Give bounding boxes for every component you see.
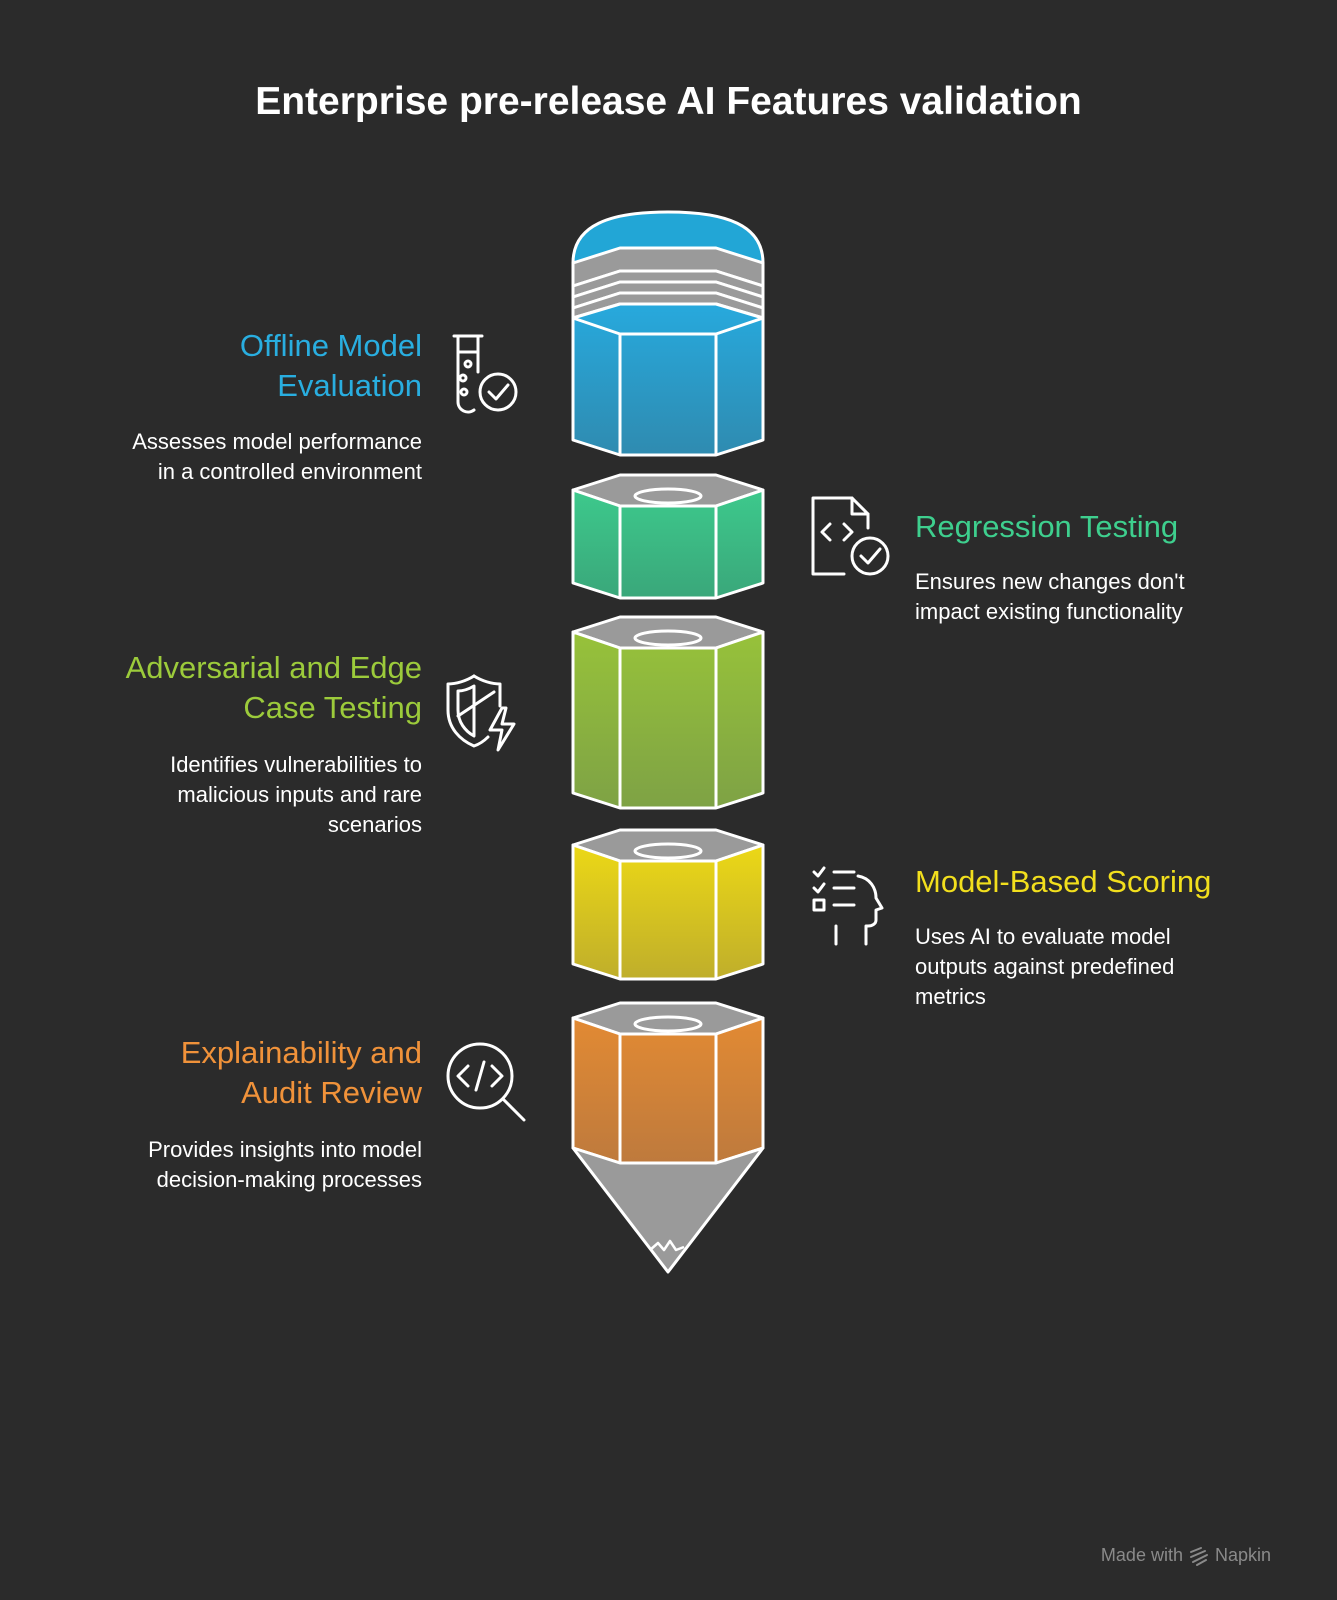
description-line: Provides insights into model bbox=[148, 1137, 422, 1162]
step-description-adversarial: Identifies vulnerabilities to malicious … bbox=[40, 750, 422, 840]
napkin-logo-icon bbox=[1189, 1546, 1208, 1566]
heading-line: Audit Review bbox=[241, 1075, 422, 1110]
heading-line: Case Testing bbox=[243, 690, 422, 725]
description-line: malicious inputs and rare bbox=[177, 782, 422, 807]
step-heading-offline-evaluation: Offline Model Evaluation bbox=[120, 326, 422, 406]
step-heading-adversarial: Adversarial and Edge Case Testing bbox=[60, 648, 422, 728]
heading-line: Model-Based Scoring bbox=[915, 864, 1212, 899]
step-description-offline-evaluation: Assesses model performance in a controll… bbox=[40, 427, 422, 487]
step-heading-regression: Regression Testing bbox=[915, 507, 1315, 547]
heading-line: Offline Model bbox=[239, 328, 422, 363]
checklist-head-icon bbox=[812, 866, 884, 946]
description-line: metrics bbox=[915, 984, 986, 1009]
brand-label: Napkin bbox=[1214, 1545, 1271, 1565]
description-line: Identifies vulnerabilities to bbox=[170, 752, 422, 777]
pencil-segment-adversarial bbox=[571, 615, 765, 810]
pencil-segment-model-scoring bbox=[571, 828, 765, 981]
pencil-segment-regression bbox=[571, 473, 765, 600]
footer-credit: Made with Napkin bbox=[1101, 1545, 1271, 1566]
description-line: Assesses model performance bbox=[132, 429, 422, 454]
heading-line: Adversarial and Edge bbox=[125, 650, 422, 685]
pencil-tip bbox=[571, 1146, 765, 1274]
step-description-explainability: Provides insights into model decision-ma… bbox=[40, 1135, 422, 1195]
description-line: scenarios bbox=[327, 812, 422, 837]
description-line: in a controlled environment bbox=[157, 459, 422, 484]
pencil-segment-offline-evaluation bbox=[571, 302, 765, 457]
description-line: Ensures new changes don't bbox=[915, 569, 1185, 594]
shield-lightning-icon bbox=[446, 674, 516, 752]
code-file-check-icon bbox=[811, 496, 890, 576]
description-line: Uses AI to evaluate model bbox=[915, 924, 1171, 949]
step-heading-explainability: Explainability and Audit Review bbox=[60, 1033, 422, 1113]
code-magnifier-icon bbox=[446, 1042, 526, 1122]
step-heading-model-scoring: Model-Based Scoring bbox=[915, 862, 1315, 902]
description-line: decision-making processes bbox=[156, 1167, 422, 1192]
heading-line: Regression Testing bbox=[915, 509, 1179, 544]
pencil-segment-explainability bbox=[571, 1001, 765, 1165]
page-title: Enterprise pre-release AI Features valid… bbox=[255, 80, 1082, 123]
description-line: impact existing functionality bbox=[915, 599, 1183, 624]
heading-line: Evaluation bbox=[277, 368, 422, 403]
made-with-label: Made with bbox=[1100, 1545, 1183, 1565]
description-line: outputs against predefined bbox=[915, 954, 1175, 979]
heading-line: Explainability and bbox=[180, 1035, 422, 1070]
step-description-regression: Ensures new changes don't impact existin… bbox=[915, 567, 1315, 627]
step-description-model-scoring: Uses AI to evaluate model outputs agains… bbox=[915, 922, 1315, 1012]
test-tube-check-icon bbox=[452, 334, 518, 414]
